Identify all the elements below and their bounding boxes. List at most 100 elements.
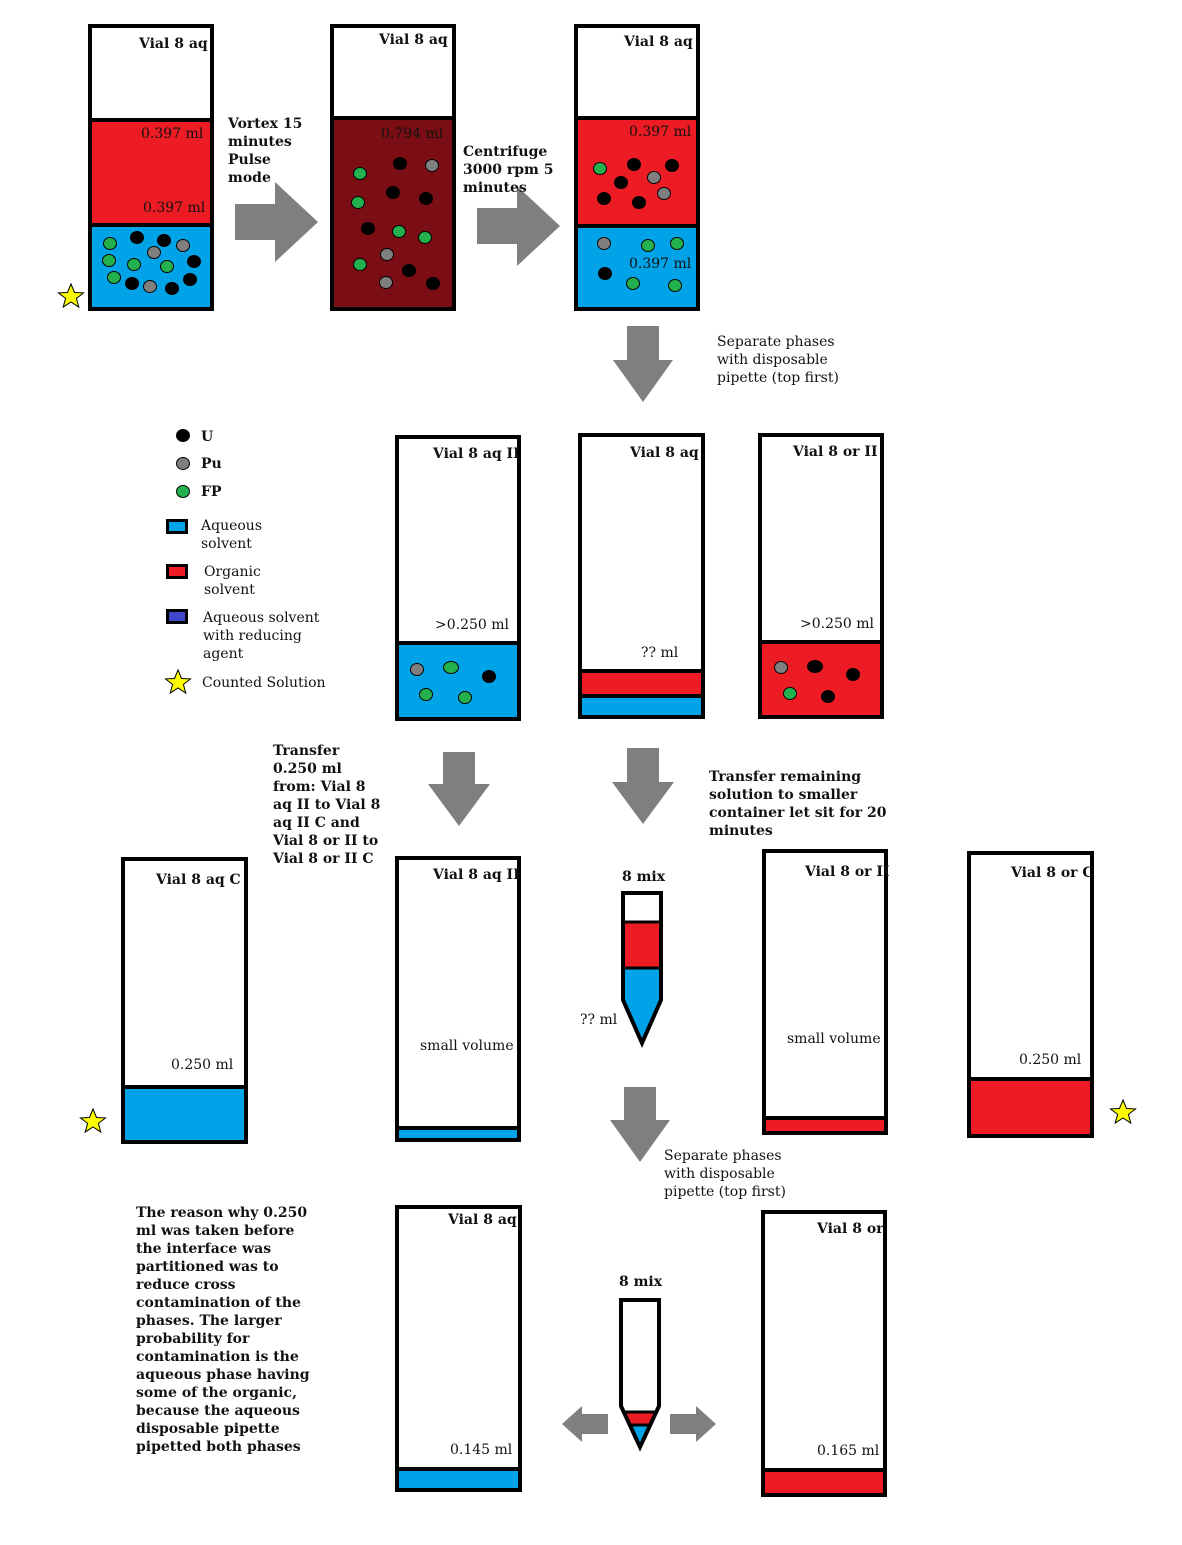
u-particle: [393, 157, 407, 170]
vial-label: Vial 8 or II: [793, 444, 878, 460]
u-particle: [402, 264, 416, 277]
legend-pu-label: Pu: [201, 456, 222, 472]
vial-label: Vial 8 aq: [139, 36, 208, 52]
legend-aqueous-label: Aqueous solvent: [201, 518, 263, 552]
pu-particle: [774, 661, 788, 674]
legend-u-label: U: [201, 429, 214, 445]
u-particle: [130, 231, 144, 244]
vial-volume: 0.250 ml: [1019, 1052, 1082, 1068]
fp-particle: [107, 271, 121, 284]
legend-pu-dot: [176, 457, 190, 470]
legend-fp-dot: [176, 485, 190, 498]
vial-volume: ?? ml: [641, 645, 679, 661]
vial-8-or-c: [967, 851, 1094, 1138]
u-particle: [157, 234, 171, 247]
step-transfer-025: Transfer 0.250 ml from: Vial 8 aq II to …: [273, 743, 381, 867]
star-icon: [57, 282, 85, 309]
pu-particle: [425, 159, 439, 172]
arrow-right-to-or: [670, 1406, 716, 1442]
u-particle: [807, 660, 823, 673]
legend-organic-swatch: [166, 564, 188, 579]
u-particle: [632, 196, 646, 209]
vial-label: Vial 8 or II: [805, 864, 890, 880]
arrow-left-to-aq: [562, 1406, 608, 1442]
star-icon: [1109, 1098, 1137, 1125]
fp-particle: [160, 260, 174, 273]
legend-aqueous-swatch: [166, 519, 188, 534]
u-particle: [665, 159, 679, 172]
fp-particle: [670, 237, 684, 250]
vial-8-or-ii: [758, 433, 884, 719]
legend-reducing-label: Aqueous solvent with reducing agent: [203, 610, 320, 662]
step-centrifuge: Centrifuge 3000 rpm 5 minutes: [463, 144, 554, 196]
vial-8-aq-c: [121, 857, 248, 1144]
mix-label: 8 mix: [622, 869, 666, 885]
vial-volume: >0.250 ml: [800, 616, 875, 632]
pu-particle: [380, 248, 394, 261]
vial-8-aq-ii-small: [395, 856, 521, 1142]
u-particle: [597, 192, 611, 205]
step-separate-2: Separate phases with disposable pipette …: [664, 1148, 786, 1200]
vial-volume: small volume: [787, 1031, 881, 1047]
arrow-down-separate-2: [610, 1087, 670, 1162]
vial-label: Vial 8 aq: [630, 445, 699, 461]
legend-organic-label: Organic solvent: [204, 564, 261, 598]
vial-volume-top: 0.397 ml: [141, 126, 204, 142]
u-particle: [386, 186, 400, 199]
vial-volume-bottom: 0.397 ml: [143, 200, 206, 216]
vial-label: Vial 8 or: [817, 1221, 884, 1237]
vial-8-aq-separated: [574, 24, 700, 311]
pu-particle: [143, 280, 157, 293]
fp-particle: [418, 231, 432, 244]
legend-u-dot: [176, 429, 190, 442]
vial-volume: 0.250 ml: [171, 1057, 234, 1073]
fp-particle: [102, 254, 116, 267]
fp-particle: [392, 225, 406, 238]
legend-reducing-swatch: [166, 609, 188, 624]
u-particle: [125, 277, 139, 290]
u-particle: [165, 282, 179, 295]
vial-volume: 0.794 ml: [381, 126, 444, 142]
vial-label: Vial 8 aq: [379, 32, 448, 48]
vial-8-aq-remaining: [578, 433, 705, 719]
vial-8-or-final: [761, 1210, 887, 1497]
vial-label: Vial 8 aq II: [433, 867, 520, 883]
pu-particle: [379, 276, 393, 289]
fp-particle: [783, 687, 797, 700]
arrow-right-centrifuge: [477, 186, 560, 266]
fp-particle: [351, 196, 365, 209]
pu-particle: [176, 239, 190, 252]
u-particle: [482, 670, 496, 683]
arrow-down-separate-1: [613, 326, 673, 402]
mix-volume: ?? ml: [580, 1012, 618, 1028]
vial-volume: 0.165 ml: [817, 1443, 880, 1459]
u-particle: [614, 176, 628, 189]
fp-particle: [443, 661, 459, 674]
u-particle: [627, 158, 641, 171]
u-particle: [598, 267, 612, 280]
u-particle: [426, 277, 440, 290]
fp-particle: [593, 162, 607, 175]
vial-label: Vial 8 aq C: [156, 872, 241, 888]
vial-label: Vial 8 aq: [448, 1212, 517, 1228]
u-particle: [183, 273, 197, 286]
vial-8-or-ii-small: [762, 849, 888, 1135]
u-particle: [187, 255, 201, 268]
fp-particle: [103, 237, 117, 250]
vial-8-aq-initial: [88, 24, 214, 311]
legend-counted-label: Counted Solution: [202, 675, 326, 691]
vial-label: Vial 8 aq: [624, 34, 693, 50]
vial-volume: 0.145 ml: [450, 1442, 513, 1458]
u-particle: [821, 690, 835, 703]
fp-particle: [353, 258, 367, 271]
mix-tube-row3: [621, 891, 663, 1048]
fp-particle: [353, 167, 367, 180]
u-particle: [361, 222, 375, 235]
u-particle: [419, 192, 433, 205]
step-vortex: Vortex 15 minutes Pulse mode: [228, 116, 303, 186]
arrow-down-transfer-025: [428, 752, 490, 826]
vial-volume: >0.250 ml: [435, 617, 510, 633]
pu-particle: [647, 171, 661, 184]
